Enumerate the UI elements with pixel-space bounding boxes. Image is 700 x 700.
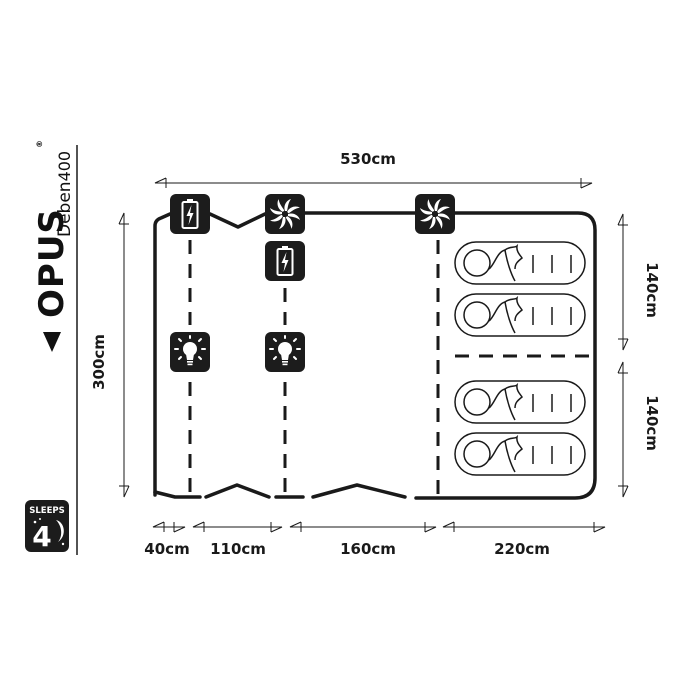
tent-outline [153,211,597,500]
segment-2-label: 110cm [210,540,266,558]
brand-logo: OPUS ® [32,140,72,352]
fan-icon [265,194,305,234]
segment-4-label: 220cm [494,540,550,558]
sleeps-label: SLEEPS [29,506,65,516]
sleeping-bag-icon [454,241,586,285]
sleeping-bag-icon [454,293,586,337]
registered-mark: ® [35,140,44,148]
fan-icon [415,194,455,234]
light-bulb-icon [264,331,306,373]
sleeping-bag-icon [454,432,586,476]
segment-1-label: 40cm [144,540,189,558]
segment-3-label: 160cm [340,540,396,558]
partition-lines [188,240,590,497]
model-name: Deben400 [55,151,75,237]
dimension-lines [118,177,629,533]
light-bulb-icon [169,331,211,373]
sleeps-count: 4 [32,520,51,553]
sleeps-badge: SLEEPS 4 [25,500,69,553]
battery-icon [264,240,306,282]
overall-depth-label: 300cm [90,334,108,390]
bedroom-1-depth-label: 140cm [643,262,661,318]
moon-stars-icon [33,518,65,546]
model-label: Deben400 [55,151,75,237]
brand-name: OPUS [32,208,72,318]
bedroom-2-depth-label: 140cm [643,395,661,451]
overall-width-label: 530cm [340,150,396,168]
sleeping-bag-icon [454,380,586,424]
logo-arrow-icon [43,332,61,352]
battery-icon [169,193,211,235]
